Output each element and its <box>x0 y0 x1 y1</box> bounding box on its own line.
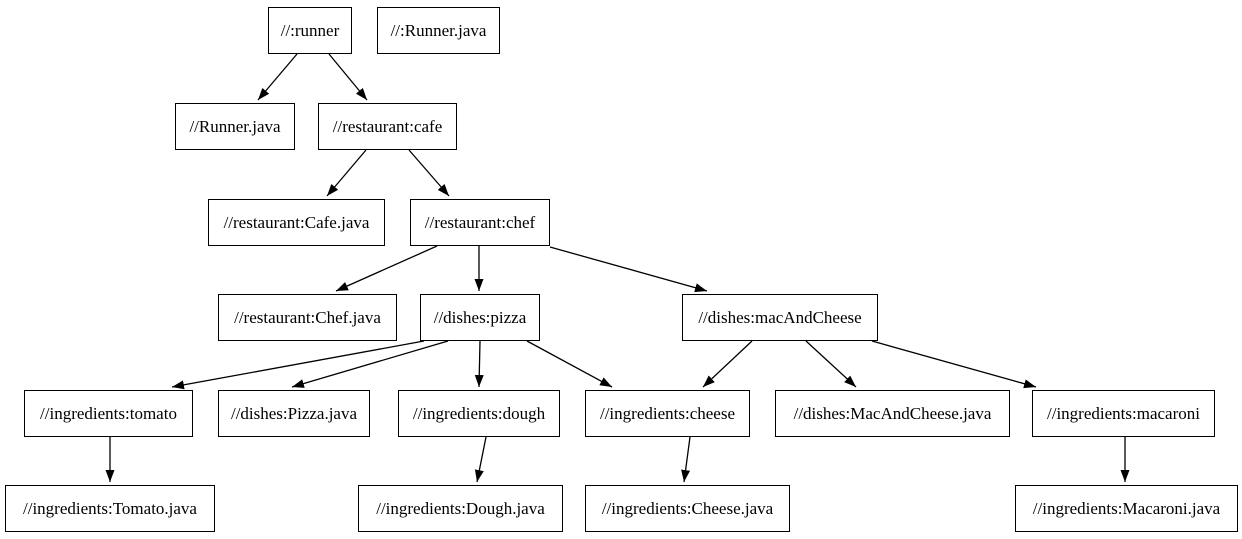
graph-node-mac-and-cheese-java: //dishes:MacAndCheese.java <box>775 390 1010 437</box>
edge-cheese-to-cheese-java <box>681 436 691 483</box>
graph-node-tomato: //ingredients:tomato <box>24 390 193 437</box>
graph-node-chef-java: //restaurant:Chef.java <box>218 294 397 341</box>
edge-dough-to-dough-java <box>474 436 487 483</box>
edges-group <box>105 53 1130 483</box>
edge-mac-and-cheese-to-macaroni <box>871 340 1037 389</box>
edge-mac-and-cheese-to-cheese <box>702 340 753 388</box>
graph-node-macaroni: //ingredients:macaroni <box>1032 390 1215 437</box>
edge-chef-to-chef-java <box>335 245 438 292</box>
graph-node-chef: //restaurant:chef <box>410 199 550 246</box>
graph-node-cafe-java: //restaurant:Cafe.java <box>208 199 385 246</box>
edge-pizza-to-pizza-java <box>291 340 449 388</box>
graph-node-dough: //ingredients:dough <box>398 390 560 437</box>
graph-node-dough-java: //ingredients:Dough.java <box>358 485 563 532</box>
graph-node-runner-java-root: //:Runner.java <box>377 7 500 54</box>
edge-cafe-to-chef <box>408 149 450 197</box>
edge-mac-and-cheese-to-mac-and-cheese-java <box>805 340 857 388</box>
graph-node-cheese: //ingredients:cheese <box>585 390 750 437</box>
graph-node-cafe: //restaurant:cafe <box>318 103 457 150</box>
edge-pizza-to-tomato <box>171 340 425 390</box>
edge-cafe-to-cafe-java <box>326 149 367 197</box>
edge-pizza-to-dough <box>474 340 484 388</box>
graph-node-runner: //:runner <box>268 7 352 54</box>
graph-node-pizza-java: //dishes:Pizza.java <box>218 390 370 437</box>
graph-node-tomato-java: //ingredients:Tomato.java <box>5 485 215 532</box>
graph-node-runner-java: //Runner.java <box>175 103 295 150</box>
edge-runner-to-runner-java <box>257 53 298 101</box>
graph-node-pizza: //dishes:pizza <box>420 294 540 341</box>
graph-node-cheese-java: //ingredients:Cheese.java <box>585 485 790 532</box>
edge-pizza-to-cheese <box>526 340 613 388</box>
edge-runner-to-cafe <box>328 53 368 101</box>
graph-node-macaroni-java: //ingredients:Macaroni.java <box>1015 485 1238 532</box>
edge-chef-to-mac-and-cheese <box>549 246 708 293</box>
graph-node-mac-and-cheese: //dishes:macAndCheese <box>682 294 878 341</box>
